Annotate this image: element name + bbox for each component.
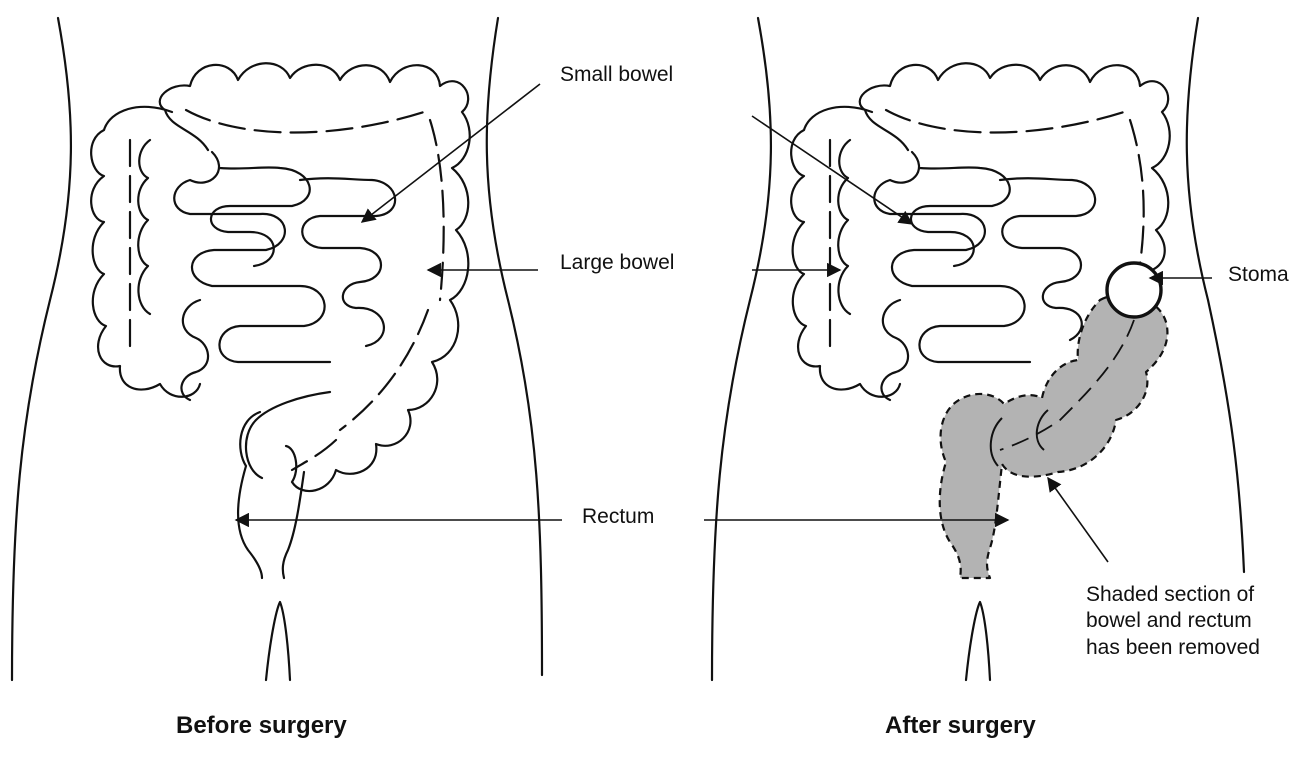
label-removed-line-1: Shaded section of [1086,582,1311,608]
body-outline-right-side [1187,18,1244,572]
body-outline-left-side [712,18,771,680]
stoma-circle [1107,263,1161,317]
before-panel [12,18,542,680]
label-small-bowel: Small bowel [560,62,673,87]
ascending-colon-inner-wall [138,140,150,314]
pubic-mark [966,602,990,680]
ascending-colon-inner-wall [838,140,850,314]
before-arrows [236,84,562,520]
after-panel [712,18,1244,680]
small-bowel-loops [874,152,1095,400]
arrow-small-bowel-before [362,84,540,222]
caption-before-surgery: Before surgery [176,712,347,740]
pubic-mark [266,602,290,680]
small-bowel-loops [174,152,395,478]
remaining-colon-outline [860,63,1170,270]
label-removed-section: Shaded section of bowel and rectum has b… [1086,582,1311,661]
removed-section-shading [940,295,1168,578]
body-outline-right-side [487,18,542,675]
label-stoma: Stoma [1228,262,1289,287]
line-removed-section [1048,478,1108,562]
label-rectum: Rectum [582,504,654,529]
label-removed-line-2: bowel and rectum [1086,608,1311,634]
caption-after-surgery: After surgery [885,712,1036,740]
remaining-colon-inner [886,110,1144,264]
body-outline-left-side [12,18,71,680]
label-removed-line-3: has been removed [1086,635,1311,661]
large-bowel-outline [160,63,470,491]
ascending-colon [791,107,900,397]
label-large-bowel: Large bowel [560,250,674,275]
ascending-colon [91,107,200,397]
